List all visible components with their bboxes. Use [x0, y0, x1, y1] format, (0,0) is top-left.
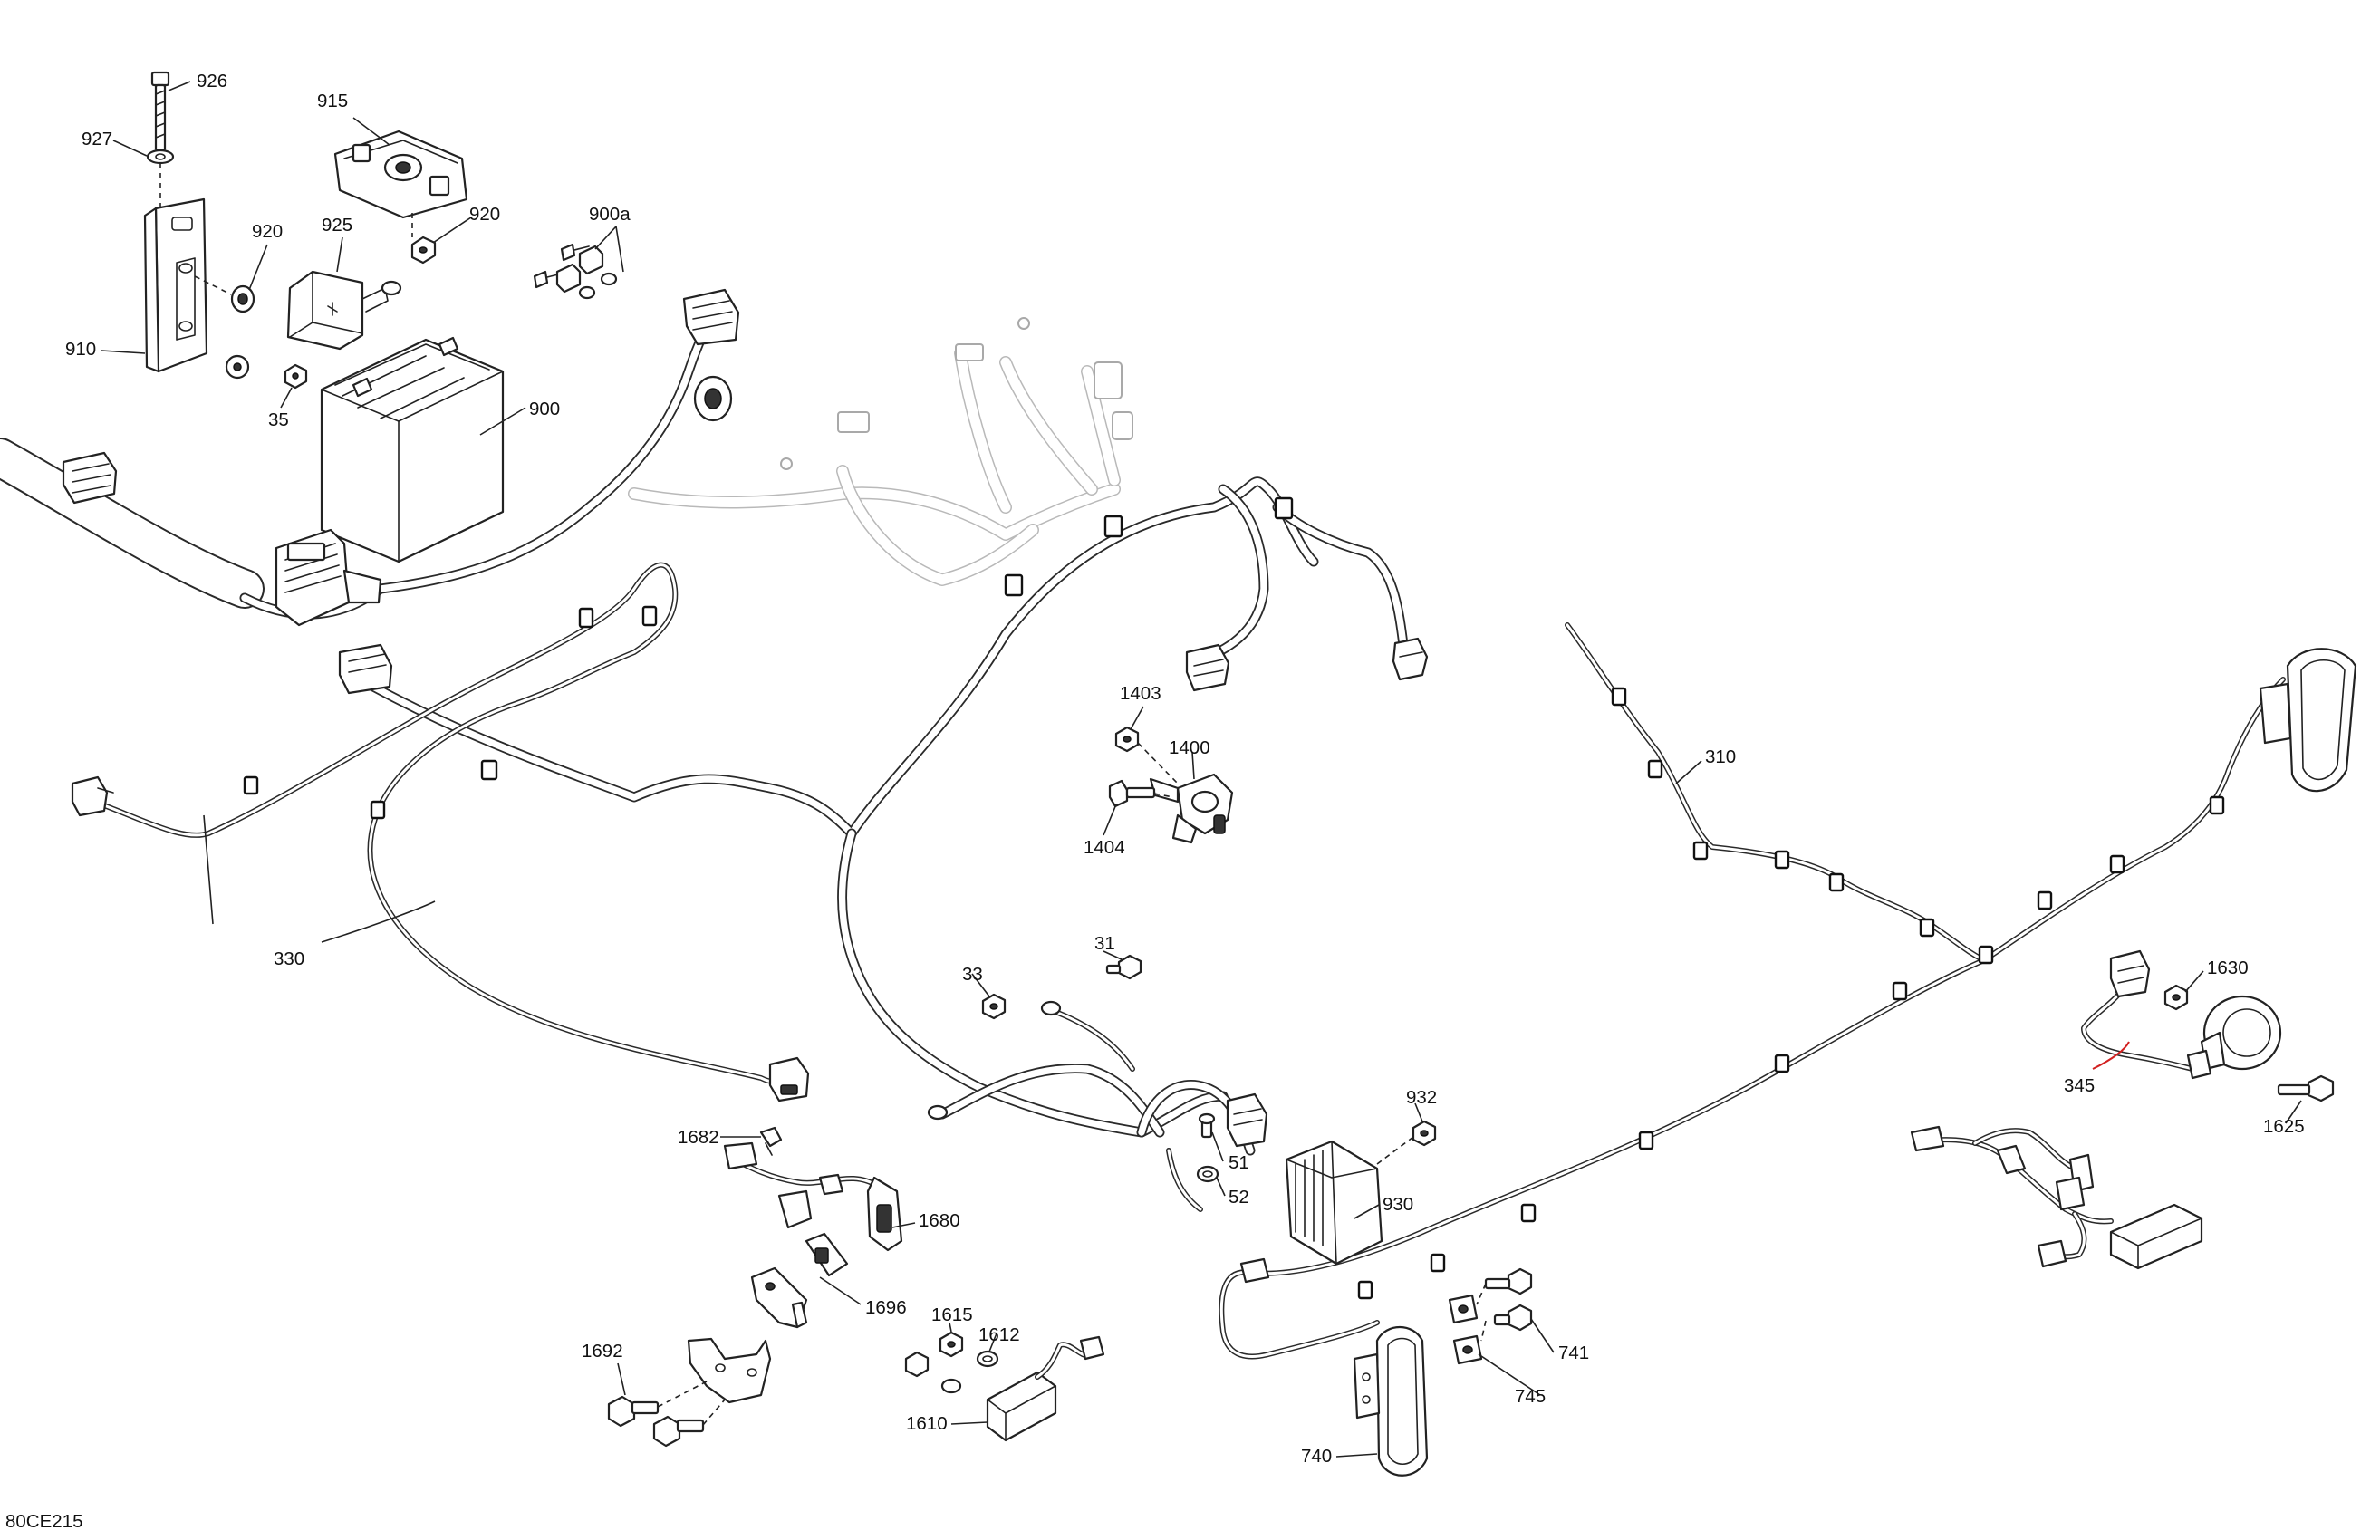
leader-lines	[101, 81, 2302, 1458]
callout-35: 35	[268, 409, 289, 430]
callout-52: 52	[1229, 1187, 1249, 1208]
callout-31: 31	[1094, 933, 1115, 954]
callout-926: 926	[197, 71, 227, 91]
callout-1615: 1615	[931, 1304, 973, 1325]
connector-upper	[682, 288, 740, 422]
callout-930: 930	[1383, 1194, 1413, 1215]
callout-33: 33	[962, 964, 983, 985]
washer-1612	[976, 1350, 999, 1368]
bolt-926	[150, 71, 170, 152]
harness-330-end-connector	[71, 775, 114, 817]
callout-740: 740	[1301, 1446, 1332, 1467]
module-930-connector	[1226, 1092, 1268, 1148]
callout-920: 920	[469, 204, 500, 225]
nut-920-right	[410, 236, 437, 265]
callout-920: 920	[252, 221, 283, 242]
grommet-920-left	[230, 284, 255, 313]
nut-1403	[1114, 726, 1140, 753]
bolt-1692-b	[652, 1415, 705, 1448]
callout-1682: 1682	[678, 1127, 719, 1148]
sensor-1400	[1149, 773, 1234, 844]
callout-1630: 1630	[2207, 958, 2249, 978]
callout-51: 51	[1229, 1152, 1249, 1173]
lamp-740	[1353, 1326, 1429, 1477]
bracket-910	[143, 197, 208, 373]
callout-1610: 1610	[906, 1413, 948, 1434]
battery-holddown-915	[333, 130, 468, 219]
callout-925: 925	[322, 215, 352, 236]
harness-330	[79, 562, 800, 1085]
nut-1615	[939, 1331, 964, 1358]
clip-1682	[759, 1126, 783, 1156]
bolt-741	[1484, 1267, 1533, 1332]
callout-900a: 900a	[589, 204, 631, 225]
bolt-1404	[1108, 779, 1156, 808]
horn-assembly	[2081, 949, 2282, 1080]
hardware-kit-900a	[533, 243, 618, 300]
callout-910: 910	[65, 339, 96, 360]
battery-900	[320, 336, 505, 563]
lamp-right-upper	[2259, 648, 2357, 793]
main-connector	[275, 528, 382, 627]
callout-741: 741	[1558, 1343, 1589, 1363]
module-1610	[986, 1335, 1105, 1442]
assembly-line-741	[1476, 1283, 1487, 1342]
callout-1404: 1404	[1084, 837, 1125, 858]
nut-932	[1412, 1120, 1437, 1147]
callout-745: 745	[1515, 1386, 1546, 1407]
bolt-1625	[2277, 1074, 2335, 1102]
callout-1403: 1403	[1120, 683, 1161, 704]
callout-1696: 1696	[865, 1297, 907, 1318]
callout-1680: 1680	[919, 1210, 960, 1231]
nut-35	[284, 363, 308, 390]
drawing-reference: 80CE215	[5, 1511, 82, 1532]
washer-52	[1196, 1165, 1219, 1183]
bracket-1696-sensor	[805, 1232, 849, 1277]
bolt-1692-a	[607, 1395, 660, 1428]
bracket-1696	[750, 1266, 808, 1329]
callout-330: 330	[274, 948, 304, 969]
grommet-920-lower	[225, 354, 250, 380]
callout-1612: 1612	[978, 1324, 1020, 1345]
assembly-line-932	[1376, 1136, 1414, 1165]
lamp-740-connector	[1239, 1257, 1270, 1284]
callout-915: 915	[317, 91, 348, 111]
callout-labels: 926 927 915 920 920 925 900a 910 35 900 …	[5, 71, 2305, 1532]
module-930	[1285, 1140, 1383, 1266]
nut-1630	[2163, 984, 2189, 1011]
callout-927: 927	[82, 129, 112, 149]
harness-clips	[243, 496, 2225, 1300]
connector-1400-harness	[1185, 643, 1230, 692]
main-harness	[0, 303, 1410, 1212]
grommet-745	[1448, 1294, 1483, 1365]
nut-33	[981, 993, 1007, 1020]
harness-bottom-right	[1910, 1125, 2203, 1270]
harness-330-lower-connector	[768, 1056, 810, 1102]
washer-927	[146, 149, 175, 165]
conduit-connector	[62, 451, 118, 505]
callout-1625: 1625	[2263, 1116, 2305, 1137]
assembly-line-1400	[1137, 742, 1179, 798]
assembly-line-920	[194, 275, 232, 295]
ghost-frame-reference	[628, 317, 1133, 586]
callout-1692: 1692	[582, 1341, 623, 1362]
ring-terminal	[927, 1000, 1062, 1121]
bracket-1692	[687, 1337, 772, 1404]
bolt-51	[1198, 1112, 1216, 1139]
callout-345: 345	[2064, 1075, 2095, 1096]
sensor-1680-assembly	[723, 1141, 903, 1252]
callout-900: 900	[529, 399, 560, 419]
callout-1400: 1400	[1169, 737, 1210, 758]
connector-branch-right	[1392, 637, 1429, 681]
callout-310: 310	[1705, 746, 1736, 767]
nut-1610-extra	[904, 1351, 962, 1394]
callout-932: 932	[1406, 1087, 1437, 1108]
harness-connector-left	[338, 643, 393, 695]
bolt-31	[1105, 954, 1142, 980]
bracket-925	[286, 270, 402, 351]
